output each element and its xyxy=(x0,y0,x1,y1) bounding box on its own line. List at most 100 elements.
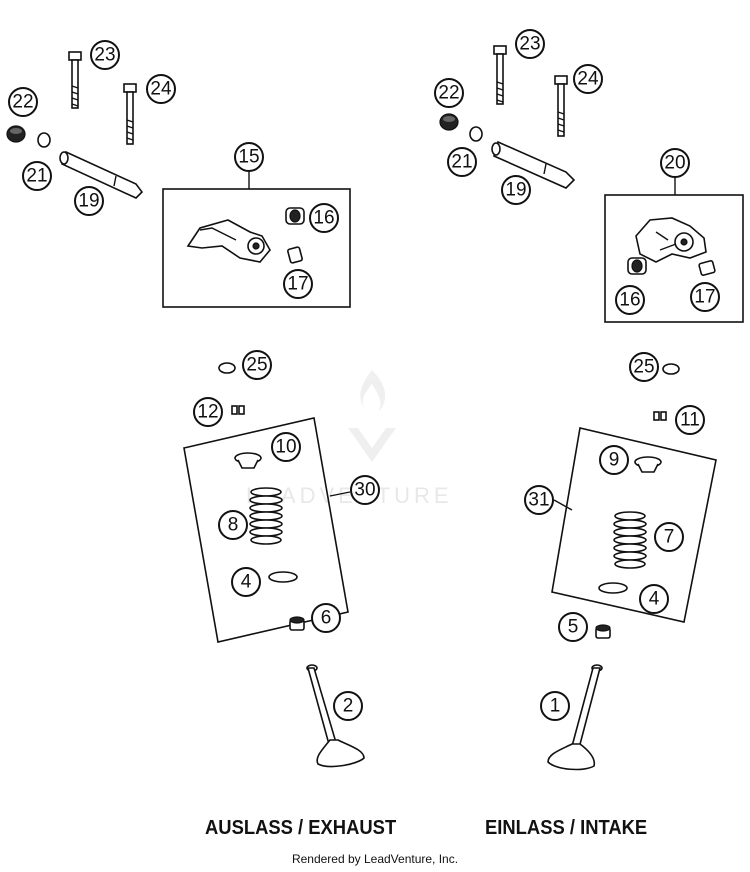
callout-17-intake: 17 xyxy=(690,282,720,312)
svg-text:16: 16 xyxy=(313,208,334,229)
svg-text:16: 16 xyxy=(619,290,640,311)
svg-text:25: 25 xyxy=(633,357,654,378)
svg-text:21: 21 xyxy=(26,166,47,187)
exhaust-label: AUSLASS / EXHAUST xyxy=(205,817,397,839)
intake-label: EINLASS / INTAKE xyxy=(485,817,648,839)
callout-31: 31 xyxy=(524,485,554,515)
svg-text:5: 5 xyxy=(568,617,579,638)
callout-8: 8 xyxy=(218,510,248,540)
oring-21-exhaust xyxy=(37,132,51,148)
spring-7 xyxy=(613,511,647,569)
oring-21-intake xyxy=(469,126,483,142)
cap-22-exhaust xyxy=(6,125,26,143)
roller-16-intake xyxy=(627,257,647,275)
callout-23-exhaust: 23 xyxy=(90,40,120,70)
callout-19-intake: 19 xyxy=(501,175,531,205)
svg-text:23: 23 xyxy=(519,34,540,55)
callout-11: 11 xyxy=(675,405,705,435)
callout-22-exhaust: 22 xyxy=(8,87,38,117)
callout-24-exhaust: 24 xyxy=(146,74,176,104)
callout-4-intake: 4 xyxy=(639,584,669,614)
shim-25-exhaust xyxy=(218,362,236,374)
seat-4-intake xyxy=(598,582,628,594)
callout-23-intake: 23 xyxy=(515,29,545,59)
svg-text:20: 20 xyxy=(664,153,685,174)
callout-16-intake: 16 xyxy=(615,285,645,315)
svg-text:10: 10 xyxy=(275,437,296,458)
seat-4-exhaust xyxy=(268,571,298,583)
cap-22-intake xyxy=(439,113,459,131)
valve-1-intake xyxy=(547,664,603,771)
bolt-23-intake xyxy=(493,45,507,105)
svg-text:17: 17 xyxy=(287,274,308,295)
callout-9: 9 xyxy=(599,445,629,475)
callout-24-intake: 24 xyxy=(573,64,603,94)
svg-text:6: 6 xyxy=(321,608,332,629)
shaft-19-intake xyxy=(491,140,576,189)
bolt-24-intake xyxy=(554,75,568,137)
box-20 xyxy=(604,194,744,323)
svg-text:19: 19 xyxy=(78,191,99,212)
svg-text:23: 23 xyxy=(94,45,115,66)
svg-text:19: 19 xyxy=(505,180,526,201)
callout-12: 12 xyxy=(193,397,223,427)
callout-2: 2 xyxy=(333,691,363,721)
watermark: LEADVENTURE xyxy=(246,370,453,508)
svg-text:22: 22 xyxy=(12,92,33,113)
callout-4-exhaust: 4 xyxy=(231,567,261,597)
seal-6 xyxy=(289,616,305,631)
box-31 xyxy=(551,427,717,623)
pin-17-exhaust xyxy=(287,246,303,264)
svg-text:30: 30 xyxy=(354,480,375,501)
svg-text:2: 2 xyxy=(343,696,354,717)
callout-17-exhaust: 17 xyxy=(283,269,313,299)
svg-text:7: 7 xyxy=(664,527,675,548)
callout-22-intake: 22 xyxy=(434,78,464,108)
svg-text:31: 31 xyxy=(528,490,549,511)
svg-text:4: 4 xyxy=(649,589,660,610)
bolt-24-exhaust xyxy=(123,83,137,145)
retainer-10 xyxy=(234,452,262,469)
callout-7: 7 xyxy=(654,522,684,552)
callout-15: 15 xyxy=(234,142,264,172)
callout-21-intake: 21 xyxy=(447,147,477,177)
watermark-text: LEADVENTURE xyxy=(246,483,453,508)
rocker-arm-exhaust xyxy=(186,219,271,263)
svg-text:1: 1 xyxy=(550,696,561,717)
svg-text:11: 11 xyxy=(680,410,700,431)
bolt-23-exhaust xyxy=(68,51,82,109)
svg-text:4: 4 xyxy=(241,572,252,593)
callout-20: 20 xyxy=(660,148,690,178)
keepers-12 xyxy=(231,405,245,415)
keepers-11 xyxy=(653,411,667,421)
callout-25-intake: 25 xyxy=(629,352,659,382)
pin-17-intake xyxy=(698,260,716,276)
callout-21-exhaust: 21 xyxy=(22,161,52,191)
callout-5: 5 xyxy=(558,612,588,642)
callout-10: 10 xyxy=(271,432,301,462)
callout-19-exhaust: 19 xyxy=(74,186,104,216)
svg-text:25: 25 xyxy=(246,355,267,376)
callout-6: 6 xyxy=(311,603,341,633)
svg-text:9: 9 xyxy=(609,450,620,471)
svg-text:22: 22 xyxy=(438,83,459,104)
spring-8 xyxy=(249,487,283,545)
callout-1: 1 xyxy=(540,691,570,721)
svg-text:24: 24 xyxy=(150,79,172,100)
roller-16-exhaust xyxy=(285,207,305,225)
box-15 xyxy=(162,188,351,308)
retainer-9 xyxy=(634,456,662,473)
svg-text:24: 24 xyxy=(577,69,599,90)
svg-text:8: 8 xyxy=(228,515,239,536)
svg-text:21: 21 xyxy=(451,152,472,173)
svg-text:12: 12 xyxy=(197,402,218,423)
callout-25-exhaust: 25 xyxy=(242,350,272,380)
svg-text:15: 15 xyxy=(238,147,259,168)
box-30 xyxy=(183,417,349,643)
rocker-arm-intake xyxy=(635,217,707,263)
svg-text:17: 17 xyxy=(694,287,715,308)
valve-2-exhaust xyxy=(306,664,365,768)
footer-credit: Rendered by LeadVenture, Inc. xyxy=(291,852,459,866)
shim-25-intake xyxy=(662,363,680,375)
